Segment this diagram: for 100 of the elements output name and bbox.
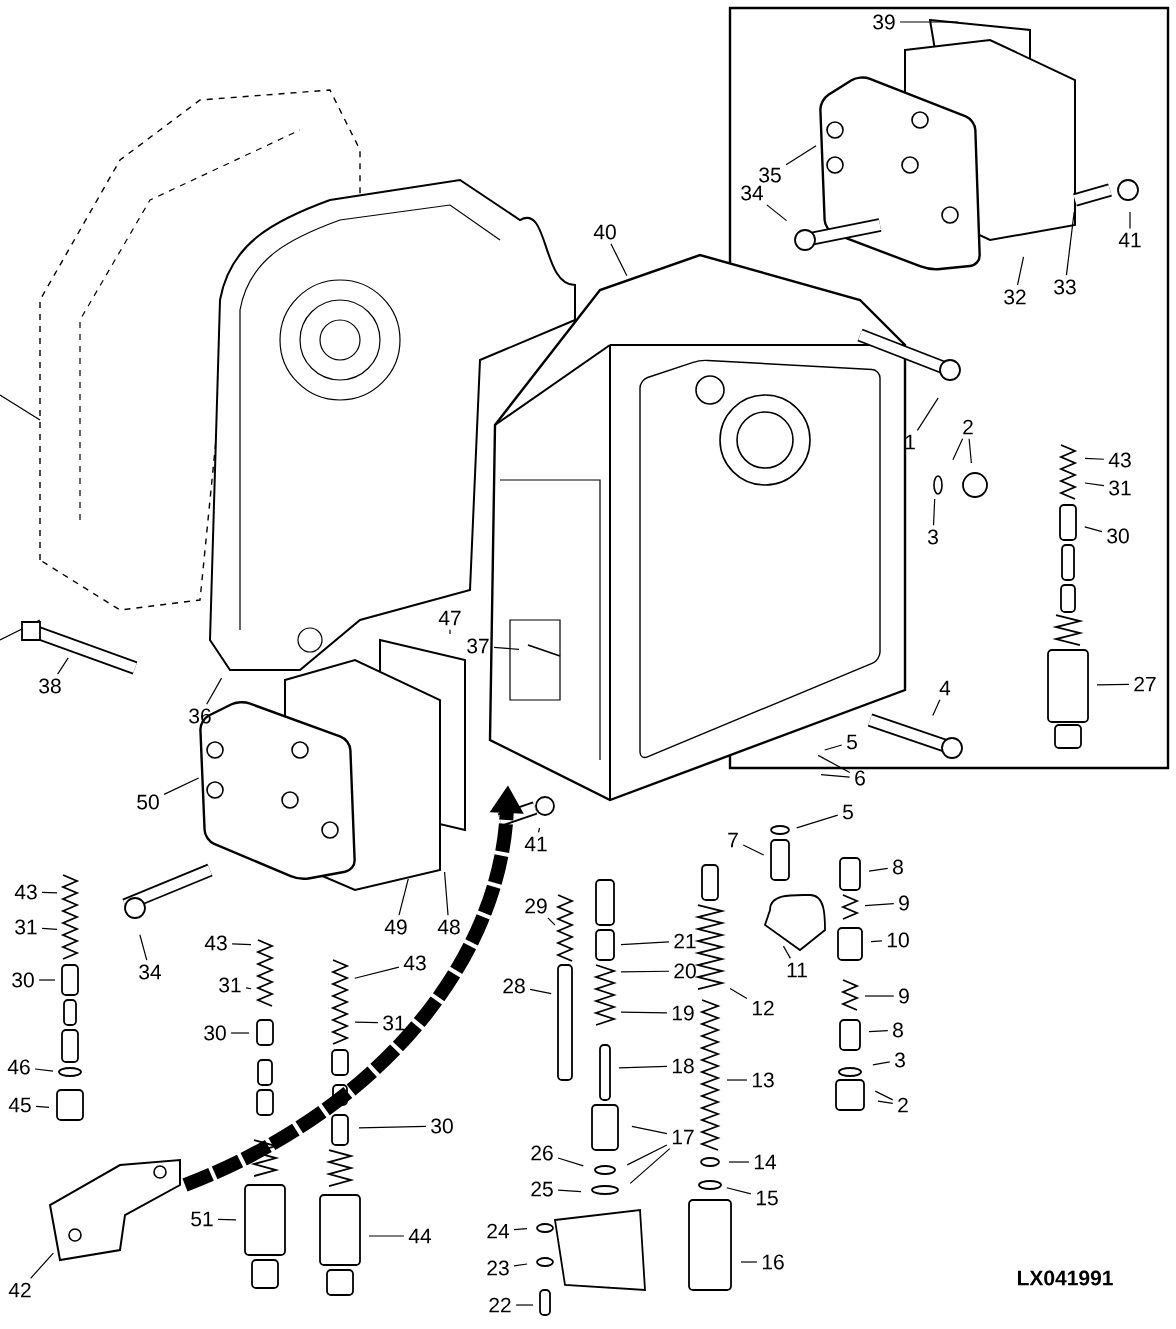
callout-number: 13 bbox=[752, 1072, 774, 1088]
callout-number: 31 bbox=[383, 1015, 405, 1031]
leader-line bbox=[217, 1218, 237, 1221]
leader-line bbox=[952, 438, 964, 461]
leader-line bbox=[874, 1090, 894, 1101]
callout-number: 35 bbox=[759, 167, 781, 183]
leader-line bbox=[34, 1068, 54, 1072]
leader-line bbox=[547, 917, 556, 926]
callout-number: 43 bbox=[403, 955, 426, 971]
leader-line bbox=[868, 1030, 889, 1033]
callout-number: 29 bbox=[525, 898, 547, 914]
callout-number: 45 bbox=[8, 1097, 31, 1113]
drawing-number: LX041991 bbox=[1017, 1270, 1113, 1286]
callout-number: 21 bbox=[674, 933, 696, 949]
leader-line bbox=[796, 814, 839, 829]
callout-number: 23 bbox=[487, 1260, 509, 1276]
callout-number: 39 bbox=[873, 14, 895, 30]
leader-line bbox=[139, 934, 148, 961]
leader-line bbox=[529, 988, 552, 995]
callout-number: 6 bbox=[855, 770, 865, 786]
callout-number: 49 bbox=[384, 919, 407, 935]
leader-line bbox=[932, 498, 936, 526]
leader-line bbox=[513, 1228, 528, 1231]
leader-line bbox=[38, 979, 56, 981]
callout-number: 40 bbox=[593, 224, 616, 240]
leader-line bbox=[726, 1079, 748, 1081]
leader-line bbox=[824, 744, 843, 751]
callout-number: 37 bbox=[467, 638, 489, 654]
leader-line bbox=[864, 995, 895, 997]
leader-line bbox=[443, 871, 449, 916]
callout-number: 24 bbox=[487, 1223, 510, 1239]
callout-number: 9 bbox=[899, 988, 909, 1004]
leader-line bbox=[742, 844, 765, 856]
leader-line bbox=[515, 1304, 534, 1306]
callout-number: 20 bbox=[674, 963, 696, 979]
leader-line bbox=[449, 629, 451, 635]
leader-line bbox=[163, 777, 200, 795]
leader-line bbox=[629, 1148, 671, 1184]
leader-line bbox=[916, 397, 939, 431]
callout-number: 31 bbox=[1109, 480, 1131, 496]
callout-number: 43 bbox=[204, 935, 227, 951]
leader-line bbox=[785, 145, 817, 166]
leader-line bbox=[610, 243, 628, 277]
leader-line bbox=[864, 903, 895, 907]
leader-line bbox=[820, 774, 851, 778]
callout-number: 17 bbox=[672, 1129, 694, 1145]
leader-line bbox=[1129, 211, 1131, 229]
callout-number: 2 bbox=[898, 1097, 908, 1113]
leader-line bbox=[618, 1065, 668, 1069]
callout-number: 26 bbox=[531, 1145, 553, 1161]
leader-line bbox=[245, 987, 252, 990]
leader-line bbox=[817, 754, 851, 774]
leader-line bbox=[620, 1011, 668, 1014]
callout-number: 18 bbox=[672, 1058, 694, 1074]
callout-number: 43 bbox=[14, 884, 37, 900]
callout-number: 5 bbox=[843, 804, 853, 820]
leader-line bbox=[231, 943, 252, 946]
leader-line bbox=[493, 646, 520, 651]
callout-number: 30 bbox=[12, 972, 34, 988]
callout-number: 50 bbox=[137, 794, 159, 810]
callout-number: 3 bbox=[927, 529, 938, 545]
leader-line bbox=[513, 1263, 528, 1267]
leader-line bbox=[1096, 683, 1130, 686]
callout-number: 10 bbox=[887, 932, 909, 948]
leader-line bbox=[1084, 457, 1105, 460]
callout-number: 41 bbox=[1118, 232, 1141, 248]
leader-line bbox=[557, 1157, 584, 1167]
callout-number: 8 bbox=[893, 859, 903, 875]
leader-line bbox=[620, 941, 670, 946]
callout-number: 19 bbox=[672, 1005, 694, 1021]
callout-number: 41 bbox=[524, 836, 547, 852]
callout-number: 5 bbox=[847, 734, 857, 750]
callout-number: 44 bbox=[408, 1228, 432, 1244]
leader-line bbox=[1084, 526, 1103, 533]
callout-number: 7 bbox=[728, 832, 738, 848]
callout-number: 34 bbox=[139, 964, 162, 980]
leader-line bbox=[358, 1125, 427, 1129]
callout-number: 32 bbox=[1004, 289, 1026, 305]
leader-line bbox=[899, 21, 959, 23]
leader-line bbox=[537, 827, 541, 833]
leader-line bbox=[870, 940, 883, 943]
leader-line bbox=[740, 1261, 758, 1263]
callout-number: 31 bbox=[15, 919, 37, 935]
leader-line bbox=[868, 867, 889, 872]
callout-number: 31 bbox=[219, 977, 241, 993]
leader-line bbox=[932, 699, 941, 717]
callout-number: 46 bbox=[7, 1059, 30, 1075]
leader-line bbox=[620, 970, 670, 973]
leader-line bbox=[782, 945, 791, 959]
leader-line bbox=[35, 1105, 50, 1109]
leader-line bbox=[729, 987, 748, 1000]
callout-number: 42 bbox=[8, 1282, 31, 1298]
leader-line bbox=[230, 1032, 250, 1034]
callout-number: 25 bbox=[531, 1181, 553, 1197]
leader-line bbox=[354, 1021, 379, 1024]
leader-line bbox=[1084, 482, 1105, 487]
leader-line bbox=[206, 677, 223, 705]
callout-number: 3 bbox=[894, 1052, 905, 1068]
callout-number: 2 bbox=[963, 419, 973, 435]
callout-number: 30 bbox=[431, 1118, 453, 1134]
